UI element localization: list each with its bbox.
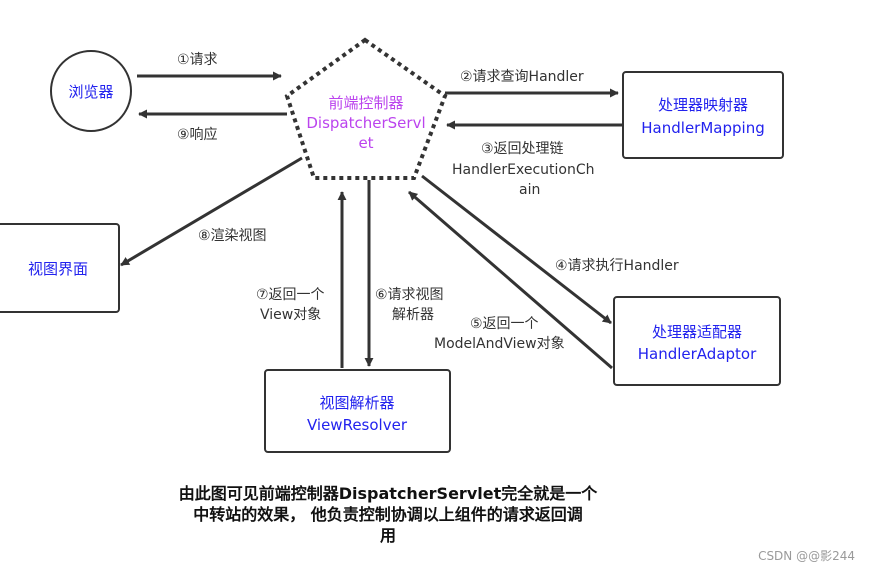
controller-label-line1: 前端控制器: [328, 94, 403, 112]
resolver-label-line2: ViewResolver: [307, 416, 408, 434]
view-resolver-node: 视图解析器 ViewResolver: [264, 369, 451, 453]
resolver-label-line1: 视图解析器: [319, 394, 394, 412]
edge-label-render-view: ⑧渲染视图: [198, 228, 267, 244]
view-page-label: 视图界面: [28, 260, 88, 278]
adaptor-label-line1: 处理器适配器: [652, 323, 742, 341]
adaptor-label-line2: HandlerAdaptor: [638, 345, 757, 363]
arrow-execute-handler: [421, 174, 612, 325]
view-resolver-box: [264, 369, 451, 453]
edge-label-request-resolver-line1: ⑥请求视图: [375, 287, 444, 303]
dispatcher-pentagon: [284, 37, 448, 180]
caption-line3: 用: [379, 526, 396, 545]
diagram-caption: 由此图可见前端控制器DispatcherServlet完全就是一个 中转站的效果…: [148, 483, 628, 546]
edge-label-return-modelandview-line1: ⑤返回一个: [470, 316, 539, 332]
edge-label-return-chain-line1: ③返回处理链: [481, 141, 564, 157]
browser-label: 浏览器: [68, 83, 113, 101]
browser-node: 浏览器: [50, 50, 132, 132]
mapping-label-line1: 处理器映射器: [658, 96, 748, 114]
handler-mapping-node: 处理器映射器 HandlerMapping: [622, 71, 784, 159]
edge-label-return-chain-line3: ain: [519, 182, 540, 198]
arrow-return-modelandview: [408, 190, 613, 370]
edge-label-return-modelandview-line2: ModelAndView对象: [434, 336, 565, 352]
edge-label-return-view-line2: View对象: [260, 307, 321, 323]
edge-label-return-view-line1: ⑦返回一个: [256, 287, 325, 303]
handler-adaptor-node: 处理器适配器 HandlerAdaptor: [613, 296, 781, 386]
caption-line1: 由此图可见前端控制器DispatcherServlet完全就是一个: [178, 484, 598, 503]
caption-line2: 中转站的效果， 他负责控制协调以上组件的请求返回调: [193, 505, 583, 524]
watermark: CSDN @@影244: [758, 549, 855, 563]
browser-circle: [50, 50, 132, 132]
controller-label-line2: DispatcherServl: [306, 114, 425, 132]
mapping-label-line2: HandlerMapping: [641, 119, 764, 137]
view-page-node: 视图界面: [0, 223, 120, 313]
edge-label-execute-handler: ④请求执行Handler: [555, 258, 679, 274]
edge-label-request: ①请求: [177, 52, 218, 68]
edge-label-return-chain-line2: HandlerExecutionCh: [452, 162, 594, 178]
handler-adaptor-box: [613, 296, 781, 386]
handler-mapping-box: [622, 71, 784, 159]
edge-label-response: ⑨响应: [177, 126, 218, 143]
edge-label-request-resolver-line2: 解析器: [392, 307, 434, 323]
edge-label-query-handler: ②请求查询Handler: [460, 69, 584, 85]
arrow-render-view: [120, 156, 303, 267]
dispatcher-servlet-node: 前端控制器 DispatcherServl et: [284, 37, 448, 180]
controller-label-line3: et: [358, 134, 373, 152]
view-page-box: [0, 223, 120, 313]
